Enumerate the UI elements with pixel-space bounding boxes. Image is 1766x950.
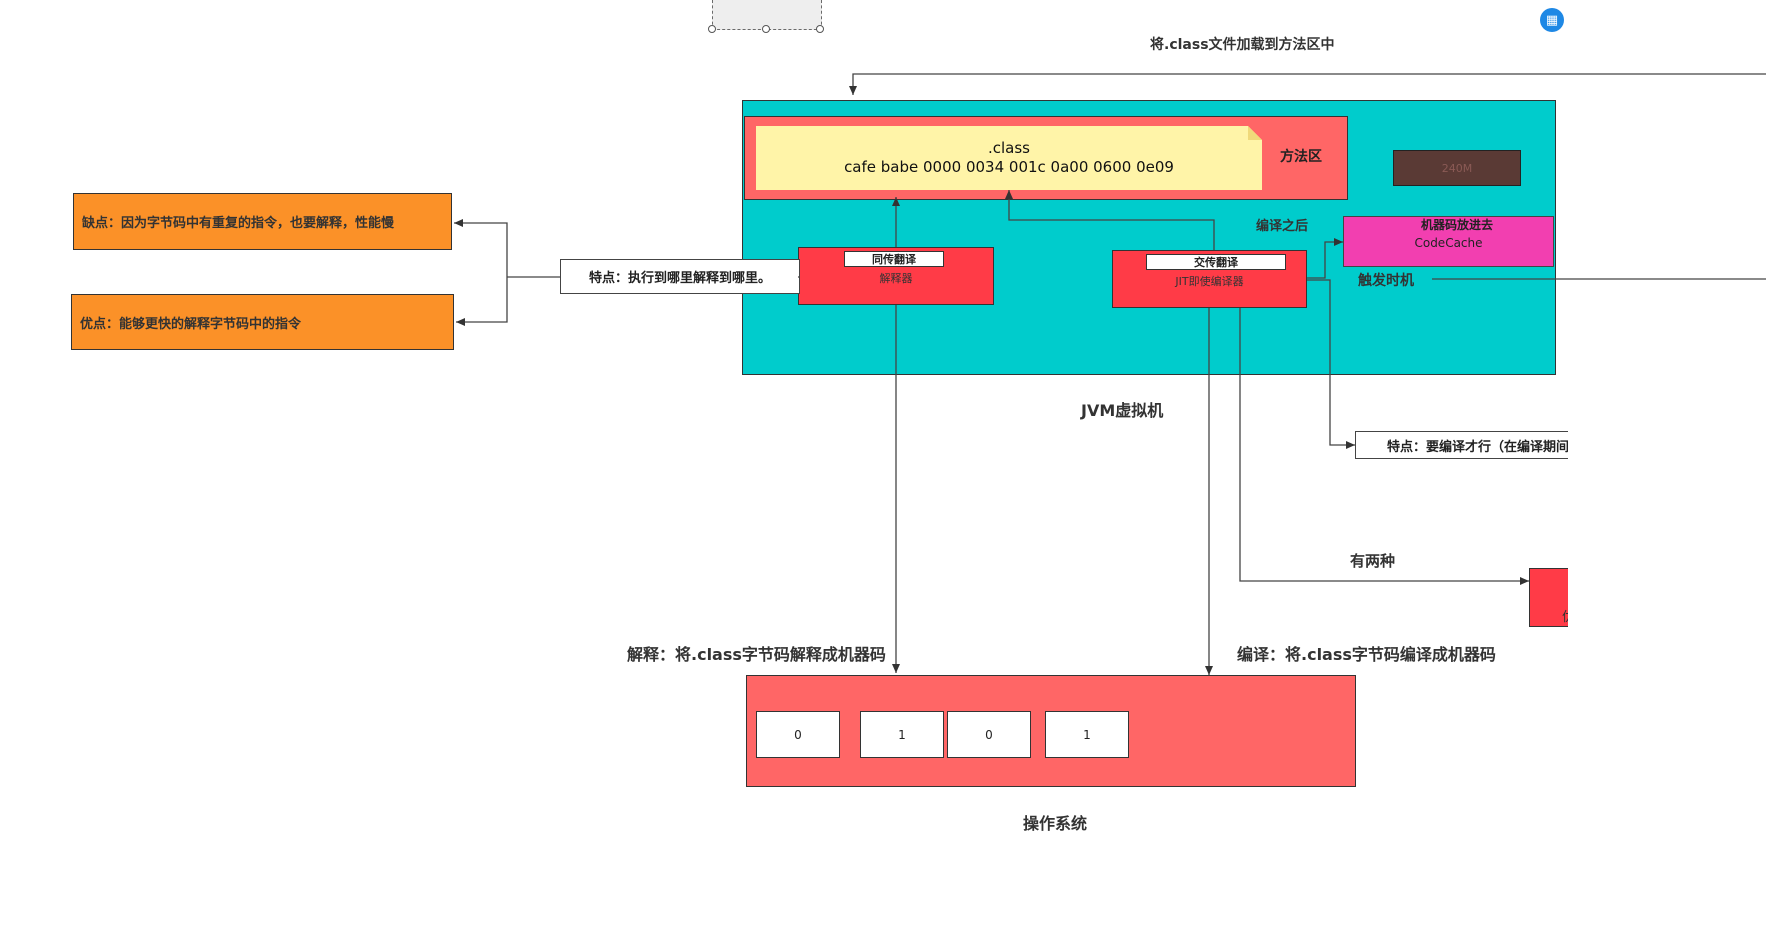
bit-cell[interactable]: 1	[860, 711, 944, 758]
selection-handle[interactable]	[708, 25, 716, 33]
compile-desc-label: 编译：将.class字节码编译成机器码	[1237, 645, 1496, 664]
memory-label: 240M	[1441, 161, 1473, 175]
jit-name: JIT即使编译器	[1175, 275, 1244, 288]
disadvantage-note[interactable]: 缺点：因为字节码中有重复的指令，也要解释，性能慢	[73, 193, 452, 250]
class-note[interactable]	[756, 126, 1262, 190]
partial-red-box[interactable]: 优	[1529, 568, 1568, 627]
interpreter-name: 解释器	[879, 272, 913, 285]
after-compile-label: 编译之后	[1256, 219, 1309, 234]
interpreter-tag: 同传翻译	[844, 251, 944, 267]
os-container[interactable]	[746, 675, 1356, 787]
load-class-label: 将.class文件加载到方法区中	[1150, 37, 1335, 53]
disadvantage-arrow	[454, 219, 508, 277]
os-label: 操作系统	[1023, 814, 1088, 833]
selection-handle[interactable]	[762, 25, 770, 33]
bit-cell[interactable]: 1	[1045, 711, 1129, 758]
bit-cell[interactable]: 0	[756, 711, 840, 758]
two-kinds-label: 有两种	[1350, 552, 1396, 570]
jit-feature-note[interactable]: 特点：要编译才行（在编译期间	[1355, 431, 1568, 459]
memory-block[interactable]: 240M	[1393, 150, 1521, 186]
load-class-arrow	[849, 73, 1766, 95]
class-title: .class	[987, 139, 1030, 157]
codecache-name: CodeCache	[1414, 236, 1483, 250]
class-note-text: .class cafe babe 0000 0034 001c 0a00 060…	[756, 130, 1262, 186]
class-bytes: cafe babe 0000 0034 001c 0a00 0600 0e09	[844, 158, 1174, 176]
trigger-label: 触发时机	[1358, 273, 1414, 289]
method-area-label: 方法区	[1280, 149, 1322, 165]
advantage-note[interactable]: 优点：能够更快的解释字节码中的指令	[71, 294, 454, 350]
codecache-box[interactable]	[1343, 216, 1554, 267]
bit-cell[interactable]: 0	[947, 711, 1031, 758]
jvm-label: JVM虚拟机	[1081, 401, 1164, 420]
selection-handle[interactable]	[816, 25, 824, 33]
interpreter-feature-note[interactable]: 特点：执行到哪里解释到哪里。	[560, 259, 800, 294]
jit-tag: 交传翻译	[1146, 254, 1286, 270]
interpret-desc-label: 解释：将.class字节码解释成机器码	[627, 645, 886, 664]
advantage-arrow	[456, 277, 508, 326]
floating-tool-icon[interactable]: ▦	[1540, 8, 1564, 32]
codecache-title: 机器码放进去	[1420, 218, 1493, 232]
